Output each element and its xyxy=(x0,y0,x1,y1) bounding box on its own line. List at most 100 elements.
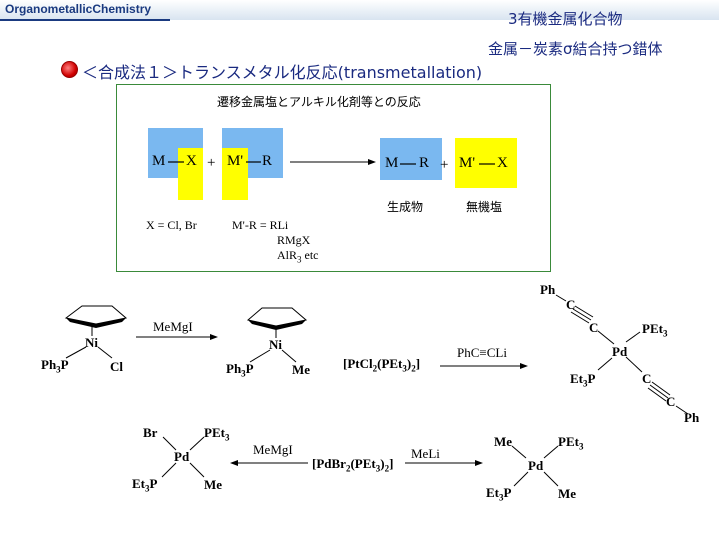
arrow-4-head xyxy=(475,460,483,466)
br-label: Br xyxy=(143,425,158,440)
pd-c-bond-bottom xyxy=(625,356,643,373)
me-label-left: Me xyxy=(204,477,223,492)
label-product: 生成物 xyxy=(387,200,424,214)
ni-label-1: Ni xyxy=(85,335,98,350)
reagent-phc-cli: PhC≡CLi xyxy=(457,345,507,360)
mr-definition-2: RMgX xyxy=(277,233,311,247)
pet3-left-sub: 3 xyxy=(224,432,230,443)
triple-bond-bottom-1 xyxy=(649,384,669,399)
pdbr2-complex: [PdBr2(PEt3)2] xyxy=(312,456,393,474)
reactant2-r: R xyxy=(262,153,273,169)
section-heading: ＜合成法１＞トランスメタル化反応(transmetallation) xyxy=(82,63,483,82)
ni-cl-bond xyxy=(97,346,113,359)
pdbr2-sub2: 3 xyxy=(375,463,381,474)
pd-et3p-bond-left xyxy=(161,462,177,478)
pet3-pt-a: PEt xyxy=(642,321,663,336)
arrow-2-head xyxy=(520,363,528,369)
pdbr2-sub3: 2 xyxy=(384,463,390,474)
et3p-right-b: P xyxy=(503,485,512,500)
reactant1-m: M xyxy=(152,153,166,169)
me-label-right-top: Me xyxy=(494,434,513,449)
ni-p-bond-2 xyxy=(249,349,271,363)
ph-label-top: Ph xyxy=(540,282,556,297)
ph3p-1-a: Ph xyxy=(41,357,57,372)
reagent-meli: MeLi xyxy=(411,446,440,461)
ni-me-bond xyxy=(281,349,297,363)
pd-me-bond-left xyxy=(189,462,205,478)
pet3-label-right: PEt3 xyxy=(558,434,583,452)
header-bar: OrganometallicChemistry xyxy=(0,0,719,22)
ph3p-1-b: P xyxy=(60,357,69,372)
pd-label-left: Pd xyxy=(174,449,190,464)
c-label-3: C xyxy=(642,371,652,386)
product1-r: R xyxy=(419,155,430,171)
pdbr2-d: ] xyxy=(389,456,394,471)
reactant-gap xyxy=(203,128,222,186)
me-label-right-bottom: Me xyxy=(558,486,577,501)
ph3p-label-2: Ph3P xyxy=(226,361,254,379)
pd-pet3-bond-left xyxy=(189,436,205,451)
alr3-subscript: 3 xyxy=(297,254,302,265)
pet3-pt-sub: 3 xyxy=(662,328,668,339)
pdbr2-sub1: 2 xyxy=(345,463,351,474)
slide-title: 3有機金属化合物 xyxy=(508,10,623,28)
pdbr2-b: (PEt xyxy=(350,456,376,471)
ni-label-2: Ni xyxy=(269,337,282,352)
pd-me-bond-right-2 xyxy=(543,471,559,487)
reactant-x-highlight xyxy=(178,148,203,200)
pet3-right-a: PEt xyxy=(558,434,579,449)
c-ph-bond-bottom xyxy=(675,405,689,415)
x-definition: X = Cl, Br xyxy=(146,218,197,232)
ni-p-bond-1 xyxy=(65,346,87,359)
c-pd-bond-top xyxy=(597,330,615,345)
triple-bond-bottom-3 xyxy=(647,387,667,402)
et3p-right-a: Et xyxy=(486,485,499,500)
c-label-2: C xyxy=(589,320,599,335)
pd-label-right: Pd xyxy=(528,458,544,473)
et3p-label-left: Et3P xyxy=(132,476,157,494)
ph3p-2-b: P xyxy=(245,361,254,376)
mr-definition: M'-R = RLi xyxy=(232,218,289,232)
triple-bond-top-3 xyxy=(570,311,590,324)
ptcl2-b: (PEt xyxy=(377,356,403,371)
cp-ring-2-bold-edge xyxy=(248,320,306,330)
et3p-label-right: Et3P xyxy=(486,485,511,503)
ph-c-bond-top xyxy=(555,294,567,302)
course-label-suffix: Chemistry xyxy=(92,2,152,16)
ph-label-bottom: Ph xyxy=(684,410,700,425)
ph3p-label-1: Ph3P xyxy=(41,357,69,375)
plus-sign-1: + xyxy=(207,155,216,171)
course-label: OrganometallicChemistry xyxy=(5,2,151,16)
pd-pet3-bond-right xyxy=(543,445,559,459)
slide-subtitle: 金属－炭素σ結合持つ錯体 xyxy=(488,40,663,58)
ptcl2-c: ) xyxy=(406,356,412,371)
alr3-text: AlR xyxy=(277,248,298,262)
box-arrow-head xyxy=(368,159,376,165)
ph3p-2-sub: 3 xyxy=(241,368,246,379)
pet3-right-sub: 3 xyxy=(578,441,584,452)
cp-ring-2 xyxy=(246,307,308,327)
c-label-4: C xyxy=(666,394,676,409)
product2-x: X xyxy=(497,155,508,171)
triple-bond-top-1 xyxy=(572,308,592,321)
product2-m: M' xyxy=(459,155,476,171)
pet3-label-left: PEt3 xyxy=(204,425,229,443)
et3p-pt-a: Et xyxy=(570,371,583,386)
plus-sign-2: + xyxy=(440,157,449,173)
cp-ring-1-bold-edge xyxy=(66,318,126,328)
reagent-memgi-1: MeMgI xyxy=(153,319,193,334)
et3p-left-a: Et xyxy=(132,476,145,491)
triple-bond-bottom-2 xyxy=(651,381,671,396)
me-pd-bond-right xyxy=(511,445,527,459)
pdbr2-a: [PdBr xyxy=(312,456,346,471)
c-label-1: C xyxy=(566,297,576,312)
alr3-etc: etc xyxy=(301,248,319,262)
et3p-left-sub: 3 xyxy=(145,483,150,494)
ptcl2-sub3: 2 xyxy=(411,363,416,374)
pd-pet3-bond xyxy=(625,331,641,343)
pd-label-alkynyl: Pd xyxy=(612,344,628,359)
pet3-label-pt: PEt3 xyxy=(642,321,667,339)
reactant1-x: X xyxy=(186,153,197,169)
ph3p-2-a: Ph xyxy=(226,361,242,376)
